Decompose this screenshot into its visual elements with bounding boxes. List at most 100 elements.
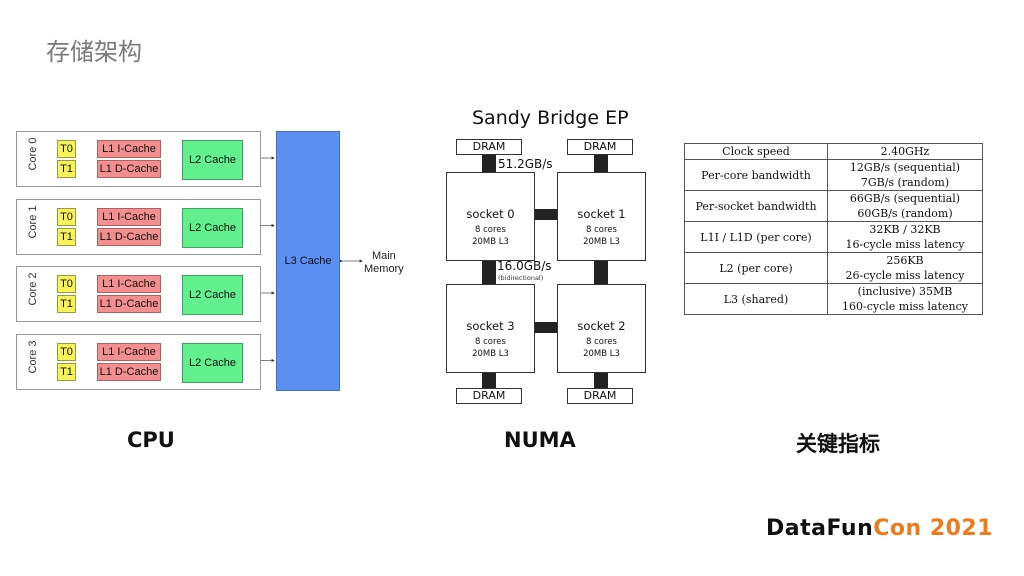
dram-3: DRAM	[456, 388, 522, 404]
core-1: Core 1 T0 T1 L1 I-Cache L1 D-Cache L2 Ca…	[16, 198, 261, 255]
metric-key: L3 (shared)	[684, 283, 828, 315]
qpi-link-right	[594, 260, 608, 284]
cpu-caption: CPU	[127, 428, 175, 452]
qpi-link-left	[482, 260, 496, 284]
metric-key: Per-core bandwidth	[684, 159, 828, 191]
l2-cache: L2 Cache	[182, 140, 243, 180]
main-memory-line1: Main	[371, 250, 396, 262]
core-label: Core 1	[27, 204, 39, 239]
numa-title: Sandy Bridge EP	[472, 107, 629, 129]
qpi-link-top	[532, 209, 558, 220]
metric-values: 2.40GHz	[827, 143, 983, 160]
socket-cores: 8 cores	[475, 337, 506, 347]
socket-cores: 8 cores	[586, 225, 617, 235]
l1-dcache: L1 D-Cache	[97, 295, 161, 313]
socket-l3: 20MB L3	[583, 237, 620, 247]
socket-name: socket 0	[466, 207, 515, 221]
dram-0: DRAM	[456, 139, 522, 155]
l1-dcache: L1 D-Cache	[97, 160, 161, 178]
l1-icache: L1 I-Cache	[97, 342, 161, 361]
l2-cache: L2 Cache	[182, 275, 243, 315]
l1-dcache: L1 D-Cache	[97, 227, 161, 246]
main-memory: Main Memory	[364, 250, 404, 276]
thread-t1: T1	[57, 295, 76, 313]
socket-cores: 8 cores	[475, 225, 506, 235]
metric-value: 160-cycle miss latency	[842, 300, 968, 313]
metric-key: Clock speed	[684, 143, 828, 160]
metric-value: 256KB	[886, 254, 924, 267]
metric-value: 32KB / 32KB	[869, 223, 941, 236]
mem-bandwidth-label: 51.2GB/s	[498, 157, 553, 171]
qpi-bandwidth-label: 16.0GB/s	[497, 259, 552, 273]
socket-3: socket 3 8 cores 20MB L3	[446, 284, 535, 373]
metric-values: 32KB / 32KB 16-cycle miss latency	[827, 221, 983, 253]
metric-values: 256KB 26-cycle miss latency	[827, 252, 983, 284]
metrics-row: L3 (shared) (inclusive) 35MB 160-cycle mis…	[684, 283, 983, 315]
metric-key: L1I / L1D (per core)	[684, 221, 828, 253]
metric-value: 60GB/s (random)	[857, 207, 953, 220]
mem-link-3	[482, 371, 496, 388]
socket-l3: 20MB L3	[472, 349, 509, 359]
socket-0: socket 0 8 cores 20MB L3	[446, 172, 535, 261]
core-0: Core 0 T0 T1 L1 I-Cache L1 D-Cache L2 Ca…	[16, 131, 261, 187]
thread-t1: T1	[57, 160, 76, 178]
core-3: Core 3 T0 T1 L1 I-Cache L1 D-Cache L2 Ca…	[16, 333, 261, 390]
thread-t1: T1	[57, 227, 76, 246]
thread-t1: T1	[57, 362, 76, 381]
l1-icache: L1 I-Cache	[97, 140, 161, 158]
logo-part2: Con 2021	[873, 516, 994, 541]
metric-values: 66GB/s (sequential)60GB/s (random)	[827, 190, 983, 222]
l2-cache: L2 Cache	[182, 207, 243, 248]
logo-part1: DataFun	[766, 516, 874, 541]
metrics-row: L2 (per core) 256KB 26-cycle miss latency	[684, 252, 983, 284]
metrics-caption: 关键指标	[796, 432, 880, 456]
thread-t0: T0	[57, 140, 76, 158]
core-label: Core 3	[27, 339, 39, 374]
socket-l3: 20MB L3	[472, 237, 509, 247]
socket-name: socket 2	[577, 319, 626, 333]
core-label: Core 2	[27, 272, 39, 306]
socket-2: socket 2 8 cores 20MB L3	[557, 284, 646, 373]
l2-cache: L2 Cache	[182, 342, 243, 383]
core-label: Core 0	[27, 137, 39, 171]
mem-link-1	[594, 155, 608, 173]
metric-value: 12GB/s (sequential)	[849, 161, 961, 174]
qpi-link-bottom	[532, 322, 558, 333]
metrics-row: Clock speed 2.40GHz	[684, 143, 983, 160]
metric-value: 7GB/s (random)	[860, 176, 950, 189]
metric-key: Per-socket bandwidth	[684, 190, 828, 222]
main-memory-line2: Memory	[364, 263, 404, 275]
socket-1: socket 1 8 cores 20MB L3	[557, 172, 646, 261]
metric-value: 2.40GHz	[880, 145, 930, 158]
metric-value: 16-cycle miss latency	[845, 238, 965, 251]
datafuncon-logo: DataFunCon 2021	[766, 516, 993, 541]
l1-dcache: L1 D-Cache	[97, 362, 161, 381]
metrics-row: Per-core bandwidth 12GB/s (sequential) 7GB…	[684, 159, 983, 191]
l3-label: L3 Cache	[284, 255, 332, 267]
l3-cache: L3 Cache	[276, 131, 340, 391]
metric-values: 12GB/s (sequential) 7GB/s (random)	[827, 159, 983, 191]
l1-icache: L1 I-Cache	[97, 275, 161, 293]
page-title: 存储架构	[46, 38, 142, 66]
numa-caption: NUMA	[504, 428, 576, 452]
dram-2: DRAM	[567, 388, 633, 404]
metric-value: 26-cycle miss latency	[845, 269, 965, 282]
thread-t0: T0	[57, 207, 76, 226]
thread-t0: T0	[57, 275, 76, 293]
mem-link-0	[482, 155, 496, 173]
socket-name: socket 3	[466, 319, 515, 333]
dram-1: DRAM	[567, 139, 633, 155]
metric-values: (inclusive) 35MB 160-cycle miss latency	[827, 283, 983, 315]
metric-value: (inclusive) 35MB	[857, 285, 953, 298]
socket-name: socket 1	[577, 207, 626, 221]
core-2: Core 2 T0 T1 L1 I-Cache L1 D-Cache L2 Ca…	[16, 266, 261, 322]
thread-t0: T0	[57, 342, 76, 361]
socket-l3: 20MB L3	[583, 349, 620, 359]
mem-link-2	[594, 371, 608, 388]
socket-cores: 8 cores	[586, 337, 617, 347]
l1-icache: L1 I-Cache	[97, 207, 161, 226]
metric-key: L2 (per core)	[684, 252, 828, 284]
metrics-row: L1I / L1D (per core) 32KB / 32KB 16-cycle …	[684, 221, 983, 253]
